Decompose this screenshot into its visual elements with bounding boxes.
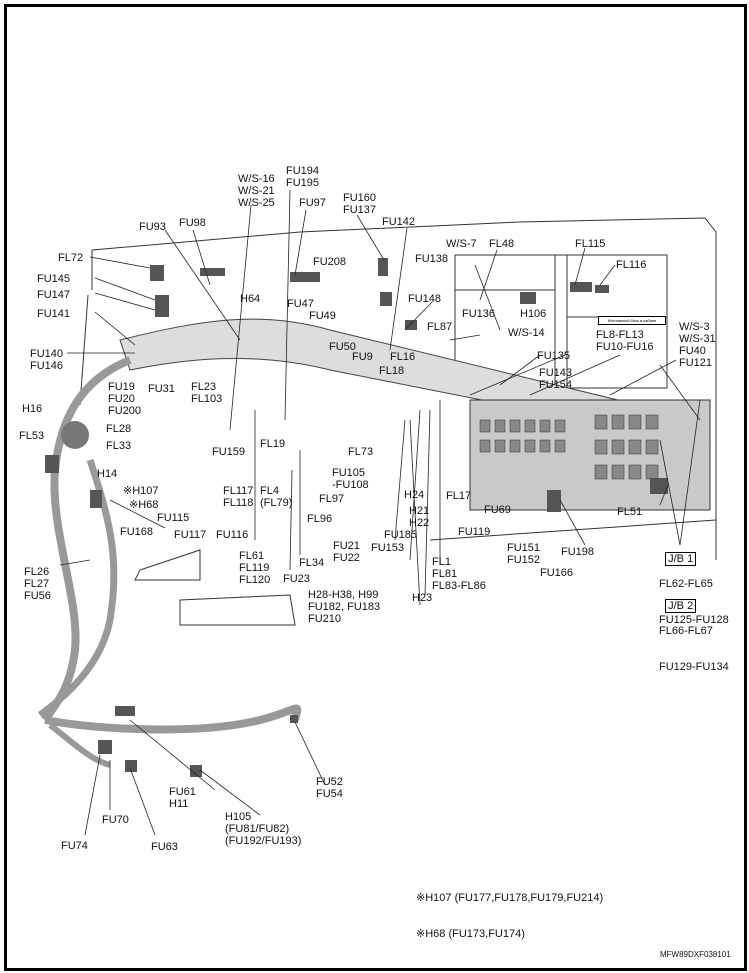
label-fl96: FL96 xyxy=(307,513,333,525)
bracket-2 xyxy=(179,594,296,626)
label-fu142: FU142 xyxy=(382,216,416,228)
label-fu31: FU31 xyxy=(148,383,175,395)
label-ws14: W/S-14 xyxy=(508,327,545,339)
label-fl87: FL87 xyxy=(427,321,453,333)
label-fu198: FU198 xyxy=(561,546,595,558)
label-fl53: FL53 xyxy=(19,430,45,442)
label-fu63: FU63 xyxy=(151,841,178,853)
page-border xyxy=(4,4,747,971)
label-h105: H105(FU81/FU82)(FU192/FU193) xyxy=(225,811,302,847)
label-ws7: W/S-7 xyxy=(446,238,477,250)
label-h23: H23 xyxy=(412,592,433,604)
label-fu185: FU185 xyxy=(384,529,418,541)
inset-caption-box: Монтажный блок в кабине xyxy=(598,316,666,325)
label-fl72: FL72 xyxy=(58,252,84,264)
left-harness-branch xyxy=(41,356,132,723)
label-fl115: FL115 xyxy=(575,238,606,250)
label-h68: ※H68 xyxy=(129,499,159,511)
fuse-relay-block xyxy=(469,399,711,511)
junction-block-2: J/B 2 FL66-FL67 FU129-FU134 xyxy=(659,599,729,673)
label-fu93: FU93 xyxy=(139,221,166,233)
jb2-title: J/B 2 xyxy=(665,599,697,613)
bracket-1 xyxy=(134,549,201,581)
document-code: MFW89DXF038101 xyxy=(660,950,731,959)
footnote-h107: ※H107 (FU177,FU178,FU179,FU214) xyxy=(416,892,604,904)
label-fl4-fl79: FL4(FL79) xyxy=(260,485,293,509)
label-fu147: FU147 xyxy=(37,289,71,301)
label-fu166: FU166 xyxy=(540,567,574,579)
label-fu117: FU117 xyxy=(174,529,207,541)
label-fu50: FU50 xyxy=(329,341,356,353)
label-fl16: FL16 xyxy=(390,351,416,363)
label-fu97: FU97 xyxy=(299,197,326,209)
label-fu159: FU159 xyxy=(212,446,246,458)
label-fu23: FU23 xyxy=(283,573,310,585)
label-fu69: FU69 xyxy=(484,504,511,516)
label-fu208: FU208 xyxy=(313,256,347,268)
leader-lines xyxy=(59,189,701,836)
label-fu145: FU145 xyxy=(37,273,71,285)
label-fu135: FU135 xyxy=(537,350,571,362)
label-fl73: FL73 xyxy=(348,446,374,458)
label-fu9: FU9 xyxy=(352,351,373,363)
label-h107: ※H107 xyxy=(123,485,159,497)
label-fu136: FU136 xyxy=(462,308,496,320)
label-fl48: FL48 xyxy=(489,238,515,250)
label-fu116: FU116 xyxy=(216,529,249,541)
lower-harness xyxy=(44,704,302,734)
jb1-title: J/B 1 xyxy=(665,552,697,566)
dashboard-outline xyxy=(91,217,717,560)
label-fu47: FU47 xyxy=(287,298,314,310)
label-fu49: FU49 xyxy=(309,310,336,322)
label-fu105-fu108: FU105-FU108 xyxy=(332,467,369,491)
label-fu70: FU70 xyxy=(102,814,129,826)
label-fu98: FU98 xyxy=(179,217,206,229)
label-h24: H24 xyxy=(404,489,425,501)
label-fu141: FU141 xyxy=(37,308,71,320)
label-h64: H64 xyxy=(240,293,261,305)
label-h14: H14 xyxy=(97,468,118,480)
label-fl17: FL17 xyxy=(446,490,472,502)
footnote-h68: ※H68 (FU173,FU174) xyxy=(416,928,525,940)
label-fl19: FL19 xyxy=(260,438,286,450)
label-fu138: FU138 xyxy=(415,253,449,265)
label-fu153: FU153 xyxy=(371,542,405,554)
junction-block-1: J/B 1 FL62-FL65 FU125-FU128 xyxy=(659,552,729,626)
label-fu119: FU119 xyxy=(458,526,491,538)
label-fl116: FL116 xyxy=(616,259,647,271)
label-fl28: FL28 xyxy=(106,423,132,435)
label-fl18: FL18 xyxy=(379,365,405,377)
label-h106: H106 xyxy=(520,308,547,320)
label-fl51: FL51 xyxy=(617,506,643,518)
label-fu74: FU74 xyxy=(61,840,88,852)
footnotes: ※H107 (FU177,FU178,FU179,FU214) ※H68 (FU… xyxy=(416,868,603,952)
label-fl33: FL33 xyxy=(106,440,132,452)
label-fu168: FU168 xyxy=(120,526,154,538)
label-fu148: FU148 xyxy=(408,293,442,305)
label-fl97: FL97 xyxy=(319,493,345,505)
label-fu115: FU115 xyxy=(157,512,190,524)
label-h16: H16 xyxy=(22,403,43,415)
label-fl34: FL34 xyxy=(299,557,325,569)
